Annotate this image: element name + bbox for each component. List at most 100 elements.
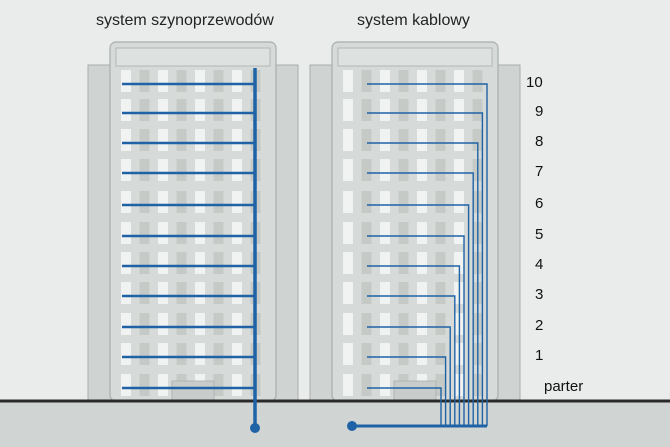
building-cable-window — [380, 343, 390, 365]
cable-floor-run — [367, 83, 488, 426]
building-busbar-window — [195, 129, 205, 151]
title-busbar-system: system szynoprzewodów — [96, 12, 274, 29]
floor-label: 6 — [535, 195, 544, 212]
building-busbar-window — [139, 313, 150, 335]
building-cable-window — [361, 282, 372, 304]
building-cable-window — [398, 282, 409, 304]
building-cable-window — [472, 99, 483, 121]
building-cable-window — [343, 70, 353, 92]
building-busbar-window — [232, 99, 242, 121]
building-cable-window — [380, 70, 390, 92]
building-cable-window — [398, 343, 409, 365]
building-cable-window — [380, 313, 390, 335]
cable-floor-run — [367, 356, 447, 426]
building-cable-window — [417, 99, 427, 121]
building-busbar-window — [121, 159, 131, 181]
building-busbar-window — [232, 129, 242, 151]
building-busbar-window — [213, 374, 224, 396]
building-cable-window — [361, 252, 372, 274]
floor-label: 2 — [535, 317, 544, 334]
building-cable-window — [454, 191, 464, 213]
building-cable-window — [417, 222, 427, 244]
building-cable-window — [435, 343, 446, 365]
building-busbar-window — [121, 343, 131, 365]
building-cable-window — [380, 159, 390, 181]
building-busbar-window — [213, 191, 224, 213]
building-cable-window — [417, 343, 427, 365]
building-busbar-window — [213, 252, 224, 274]
building-cable-window — [435, 70, 446, 92]
floor-label: 4 — [535, 256, 544, 273]
building-cable-window — [435, 99, 446, 121]
building-cable-window — [417, 252, 427, 274]
building-busbar-window — [158, 99, 168, 121]
building-cable-window — [343, 99, 353, 121]
building-busbar-window — [158, 159, 168, 181]
building-cable-window — [454, 222, 464, 244]
building-cable-window — [361, 129, 372, 151]
cable-floor-run — [367, 172, 474, 426]
building-cable-roof — [337, 47, 493, 67]
floor-label: 5 — [535, 226, 544, 243]
building-busbar-left-wing — [87, 64, 113, 402]
building-cable-entrance — [393, 380, 437, 402]
building-busbar-window — [195, 222, 205, 244]
building-busbar-window — [139, 191, 150, 213]
building-busbar-window — [176, 191, 187, 213]
building-cable-window — [398, 222, 409, 244]
building-busbar-window — [158, 222, 168, 244]
building-busbar-window — [213, 343, 224, 365]
building-cable-window — [417, 282, 427, 304]
building-busbar-window — [176, 313, 187, 335]
building-busbar-entrance — [171, 380, 215, 402]
floor-label: 9 — [535, 103, 544, 120]
building-busbar-window — [121, 313, 131, 335]
building-busbar-window — [121, 191, 131, 213]
building-busbar-window — [176, 343, 187, 365]
building-cable-right-wing — [495, 64, 521, 402]
building-cable-window — [380, 374, 390, 396]
building-busbar-window — [213, 222, 224, 244]
building-cable-window — [454, 129, 464, 151]
building-busbar-window — [139, 282, 150, 304]
floor-label: 3 — [535, 286, 544, 303]
building-busbar-window — [232, 252, 242, 274]
cable-floor-run — [367, 235, 465, 426]
building-busbar-window — [158, 313, 168, 335]
cable-floor-run — [367, 265, 461, 426]
basement-area — [0, 401, 670, 447]
building-busbar-window — [232, 374, 242, 396]
building-cable-window — [398, 129, 409, 151]
building-cable-window — [454, 159, 464, 181]
building-busbar-window — [158, 129, 168, 151]
building-busbar-window — [158, 191, 168, 213]
building-cable-window — [361, 159, 372, 181]
building-busbar-window — [176, 99, 187, 121]
building-cable-window — [361, 343, 372, 365]
building-cable-window — [361, 313, 372, 335]
building-busbar-window — [195, 343, 205, 365]
building-busbar-window — [176, 252, 187, 274]
building-cable-window — [435, 191, 446, 213]
building-busbar-right-wing — [273, 64, 299, 402]
building-cable-window — [472, 70, 483, 92]
building-busbar-window — [232, 191, 242, 213]
building-cable-left-wing — [309, 64, 335, 402]
floor-label: parter — [544, 378, 584, 395]
cable-floor-run — [367, 112, 484, 426]
building-busbar-window — [158, 343, 168, 365]
cable-floor-run — [367, 295, 456, 426]
building-cable-window — [472, 129, 483, 151]
building-cable-window — [343, 129, 353, 151]
building-busbar-window — [195, 70, 205, 92]
cable-feed-point — [347, 421, 357, 431]
building-cable-window — [380, 222, 390, 244]
building-cable-window — [398, 99, 409, 121]
building-cable-window — [361, 99, 372, 121]
building-cable-window — [435, 129, 446, 151]
building-busbar-window — [195, 282, 205, 304]
building-cable-window — [343, 343, 353, 365]
building-busbar-window — [139, 99, 150, 121]
building-busbar-window — [232, 313, 242, 335]
